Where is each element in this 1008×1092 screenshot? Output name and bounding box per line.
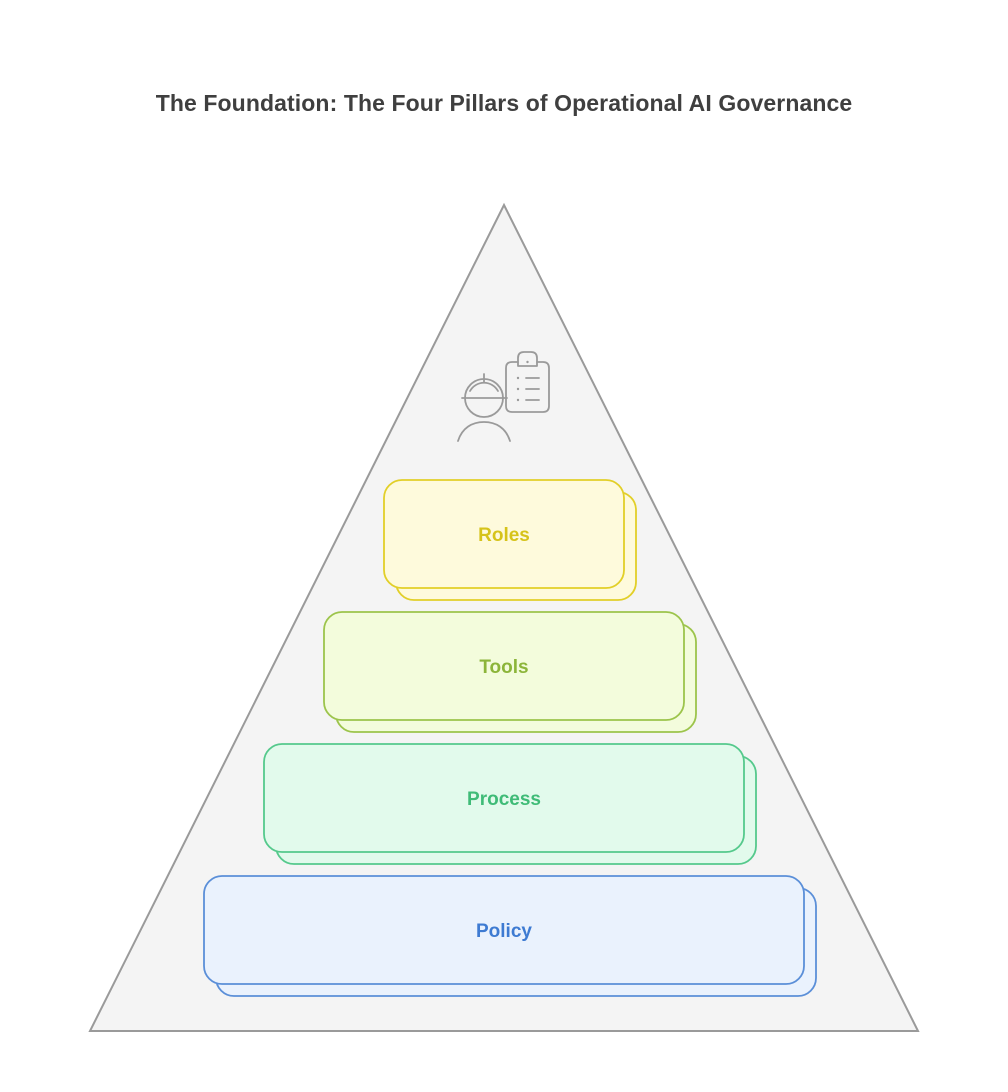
layer-policy-label: Policy	[476, 921, 532, 942]
layer-roles-label: Roles	[478, 525, 530, 546]
layer-tools-box	[323, 611, 685, 721]
layer-roles: Roles	[383, 479, 637, 601]
layer-roles-box	[383, 479, 625, 589]
layer-process: Process	[263, 743, 757, 865]
layer-process-box	[263, 743, 745, 853]
diagram-title: The Foundation: The Four Pillars of Oper…	[155, 90, 853, 116]
layer-process-label: Process	[467, 789, 541, 810]
layer-tools: Tools	[323, 611, 697, 733]
layer-policy: Policy	[203, 875, 817, 997]
layer-policy-box	[203, 875, 805, 985]
layer-tools-label: Tools	[479, 657, 528, 678]
worker-with-clipboard-icon	[457, 351, 550, 442]
